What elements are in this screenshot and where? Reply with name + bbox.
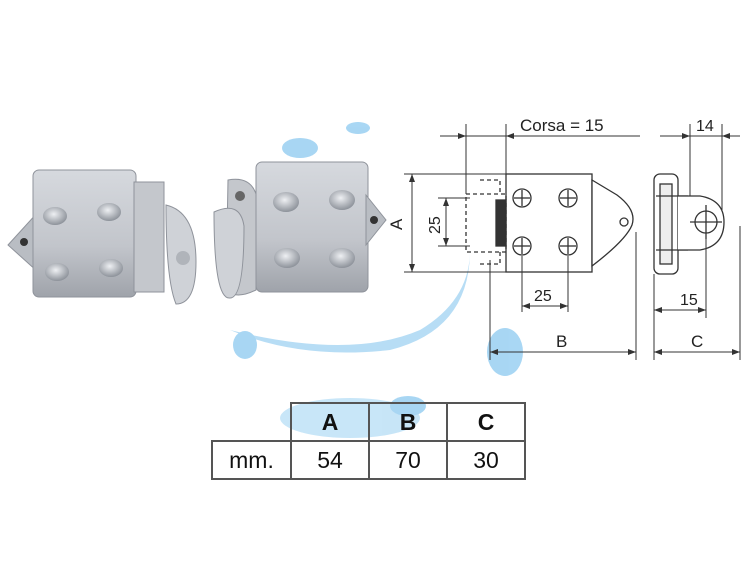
side-view-dimensions [653, 124, 741, 360]
dimension-table: A B C mm. 54 70 30 [211, 402, 526, 480]
front-view-drawing [465, 173, 634, 273]
table-header-row: A B C [212, 402, 526, 442]
dimension-arrows [409, 133, 740, 355]
table-cell-b: 70 [368, 440, 448, 480]
table-header-a: A [290, 402, 370, 442]
dim-c-label: C [691, 332, 703, 351]
dim-a-inner-label: 25 [427, 216, 444, 234]
side-view-drawing [653, 173, 725, 275]
dim-top-width-label: 14 [696, 118, 714, 135]
table-corner-cell [212, 403, 292, 442]
dim-a-label: A [387, 218, 406, 230]
table-header-c: C [446, 402, 526, 442]
table-cell-a: 54 [290, 440, 370, 480]
hinge-photo-right [213, 161, 387, 299]
table-header-b: B [368, 402, 448, 442]
dim-side-offset-label: 15 [680, 292, 698, 309]
table-row-label: mm. [211, 440, 292, 480]
table-row: mm. 54 70 30 [211, 440, 526, 480]
dim-hole-spacing-label: 25 [534, 288, 552, 305]
dim-b-label: B [556, 332, 567, 351]
table-cell-c: 30 [446, 440, 526, 480]
stroke-label: Corsa = 15 [520, 116, 604, 135]
hinge-photo-left [7, 169, 197, 305]
